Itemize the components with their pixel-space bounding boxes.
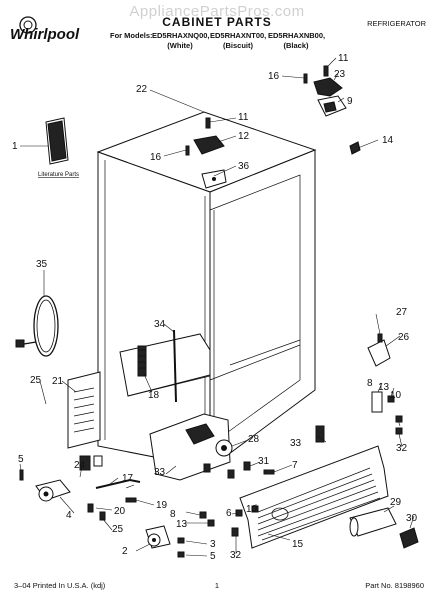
callout-31: 31 — [258, 456, 270, 467]
callout-3: 3 — [210, 539, 216, 550]
callout-16: 16 — [150, 152, 162, 163]
callout-18: 18 — [148, 390, 160, 401]
watermark: AppliancePartsPros.com — [129, 3, 304, 20]
page-title: CABINET PARTS — [162, 15, 271, 29]
callout-25b: 25 — [112, 524, 124, 535]
model-3: ED5RHAXNB00, — [268, 31, 325, 40]
callout-36: 36 — [238, 161, 250, 172]
callout-14: 14 — [382, 135, 394, 146]
callout-20: 20 — [114, 506, 126, 517]
water-filter — [349, 507, 419, 549]
left-roller-assembly — [19, 455, 141, 521]
callout-5: 5 — [18, 454, 24, 465]
callout-27: 27 — [396, 307, 408, 318]
footer-page: 1 — [215, 581, 219, 590]
callout-9: 9 — [347, 96, 353, 107]
brand-name: Whirlpool — [10, 26, 80, 43]
callout-17: 17 — [122, 473, 134, 484]
model-color-1: (White) — [167, 41, 193, 50]
whirlpool-logo: Whirlpool — [10, 16, 80, 43]
callout-23: 23 — [334, 69, 346, 80]
callout-5b: 5 — [210, 551, 216, 562]
callout-32b: 32 — [396, 443, 408, 454]
callout-24: 24 — [74, 460, 86, 471]
front-roller — [145, 525, 185, 558]
right-hinge-bracket — [315, 333, 403, 443]
model-color-2: (Biscuit) — [223, 41, 254, 50]
callout-8b: 8 — [367, 378, 373, 389]
callout-4: 4 — [66, 510, 72, 521]
callout-25: 25 — [30, 375, 42, 386]
callout-15: 15 — [292, 539, 304, 550]
cabinet — [67, 111, 317, 469]
callout-34: 34 — [154, 319, 166, 330]
callout-35: 35 — [36, 259, 48, 270]
literature-label: Literature Parts — [38, 172, 79, 178]
model-1: ED5RHAXNQ00, — [152, 31, 210, 40]
callouts: 1 2 3 4 5 5 6 7 8 8 9 10 10 11 11 12 13 … — [12, 53, 418, 562]
callout-6: 6 — [226, 508, 232, 519]
model-2: ED5RHAXNT00, — [210, 31, 266, 40]
callout-12: 12 — [238, 131, 250, 142]
top-hinge-center — [185, 117, 227, 189]
category-label: REFRIGERATOR — [367, 19, 426, 28]
callout-26: 26 — [398, 332, 410, 343]
models-label: For Models: — [110, 31, 153, 40]
callout-33: 33 — [154, 467, 166, 478]
callout-21: 21 — [52, 376, 64, 387]
power-cord — [15, 295, 59, 357]
callout-28: 28 — [248, 434, 260, 445]
callout-19: 19 — [156, 500, 168, 511]
callout-10b: 10 — [390, 390, 402, 401]
callout-7: 7 — [292, 460, 298, 471]
callout-13b: 13 — [378, 382, 390, 393]
callout-2: 2 — [122, 546, 128, 557]
water-valve-assembly — [149, 413, 251, 481]
literature-parts: Literature Parts — [20, 117, 79, 178]
footer-part-number: Part No. 8198960 — [365, 581, 424, 590]
callout-33b: 33 — [290, 438, 302, 449]
center-mullion-parts — [137, 329, 177, 403]
callout-30: 30 — [406, 513, 418, 524]
model-color-3: (Black) — [283, 41, 309, 50]
footer-printed: 3–04 Printed In U.S.A. (kdj) — [14, 581, 106, 590]
leader-lines — [19, 57, 415, 557]
callout-22: 22 — [136, 84, 148, 95]
callout-8: 8 — [170, 509, 176, 520]
part-14 — [349, 141, 361, 155]
callout-16b: 16 — [268, 71, 280, 82]
callout-10: 10 — [246, 504, 258, 515]
callout-32: 32 — [230, 550, 242, 561]
toe-grille — [239, 445, 389, 549]
callout-11b: 11 — [338, 53, 349, 64]
callout-1: 1 — [12, 141, 18, 152]
callout-29: 29 — [390, 497, 402, 508]
callout-11: 11 — [238, 112, 249, 123]
callout-13: 13 — [176, 519, 188, 530]
